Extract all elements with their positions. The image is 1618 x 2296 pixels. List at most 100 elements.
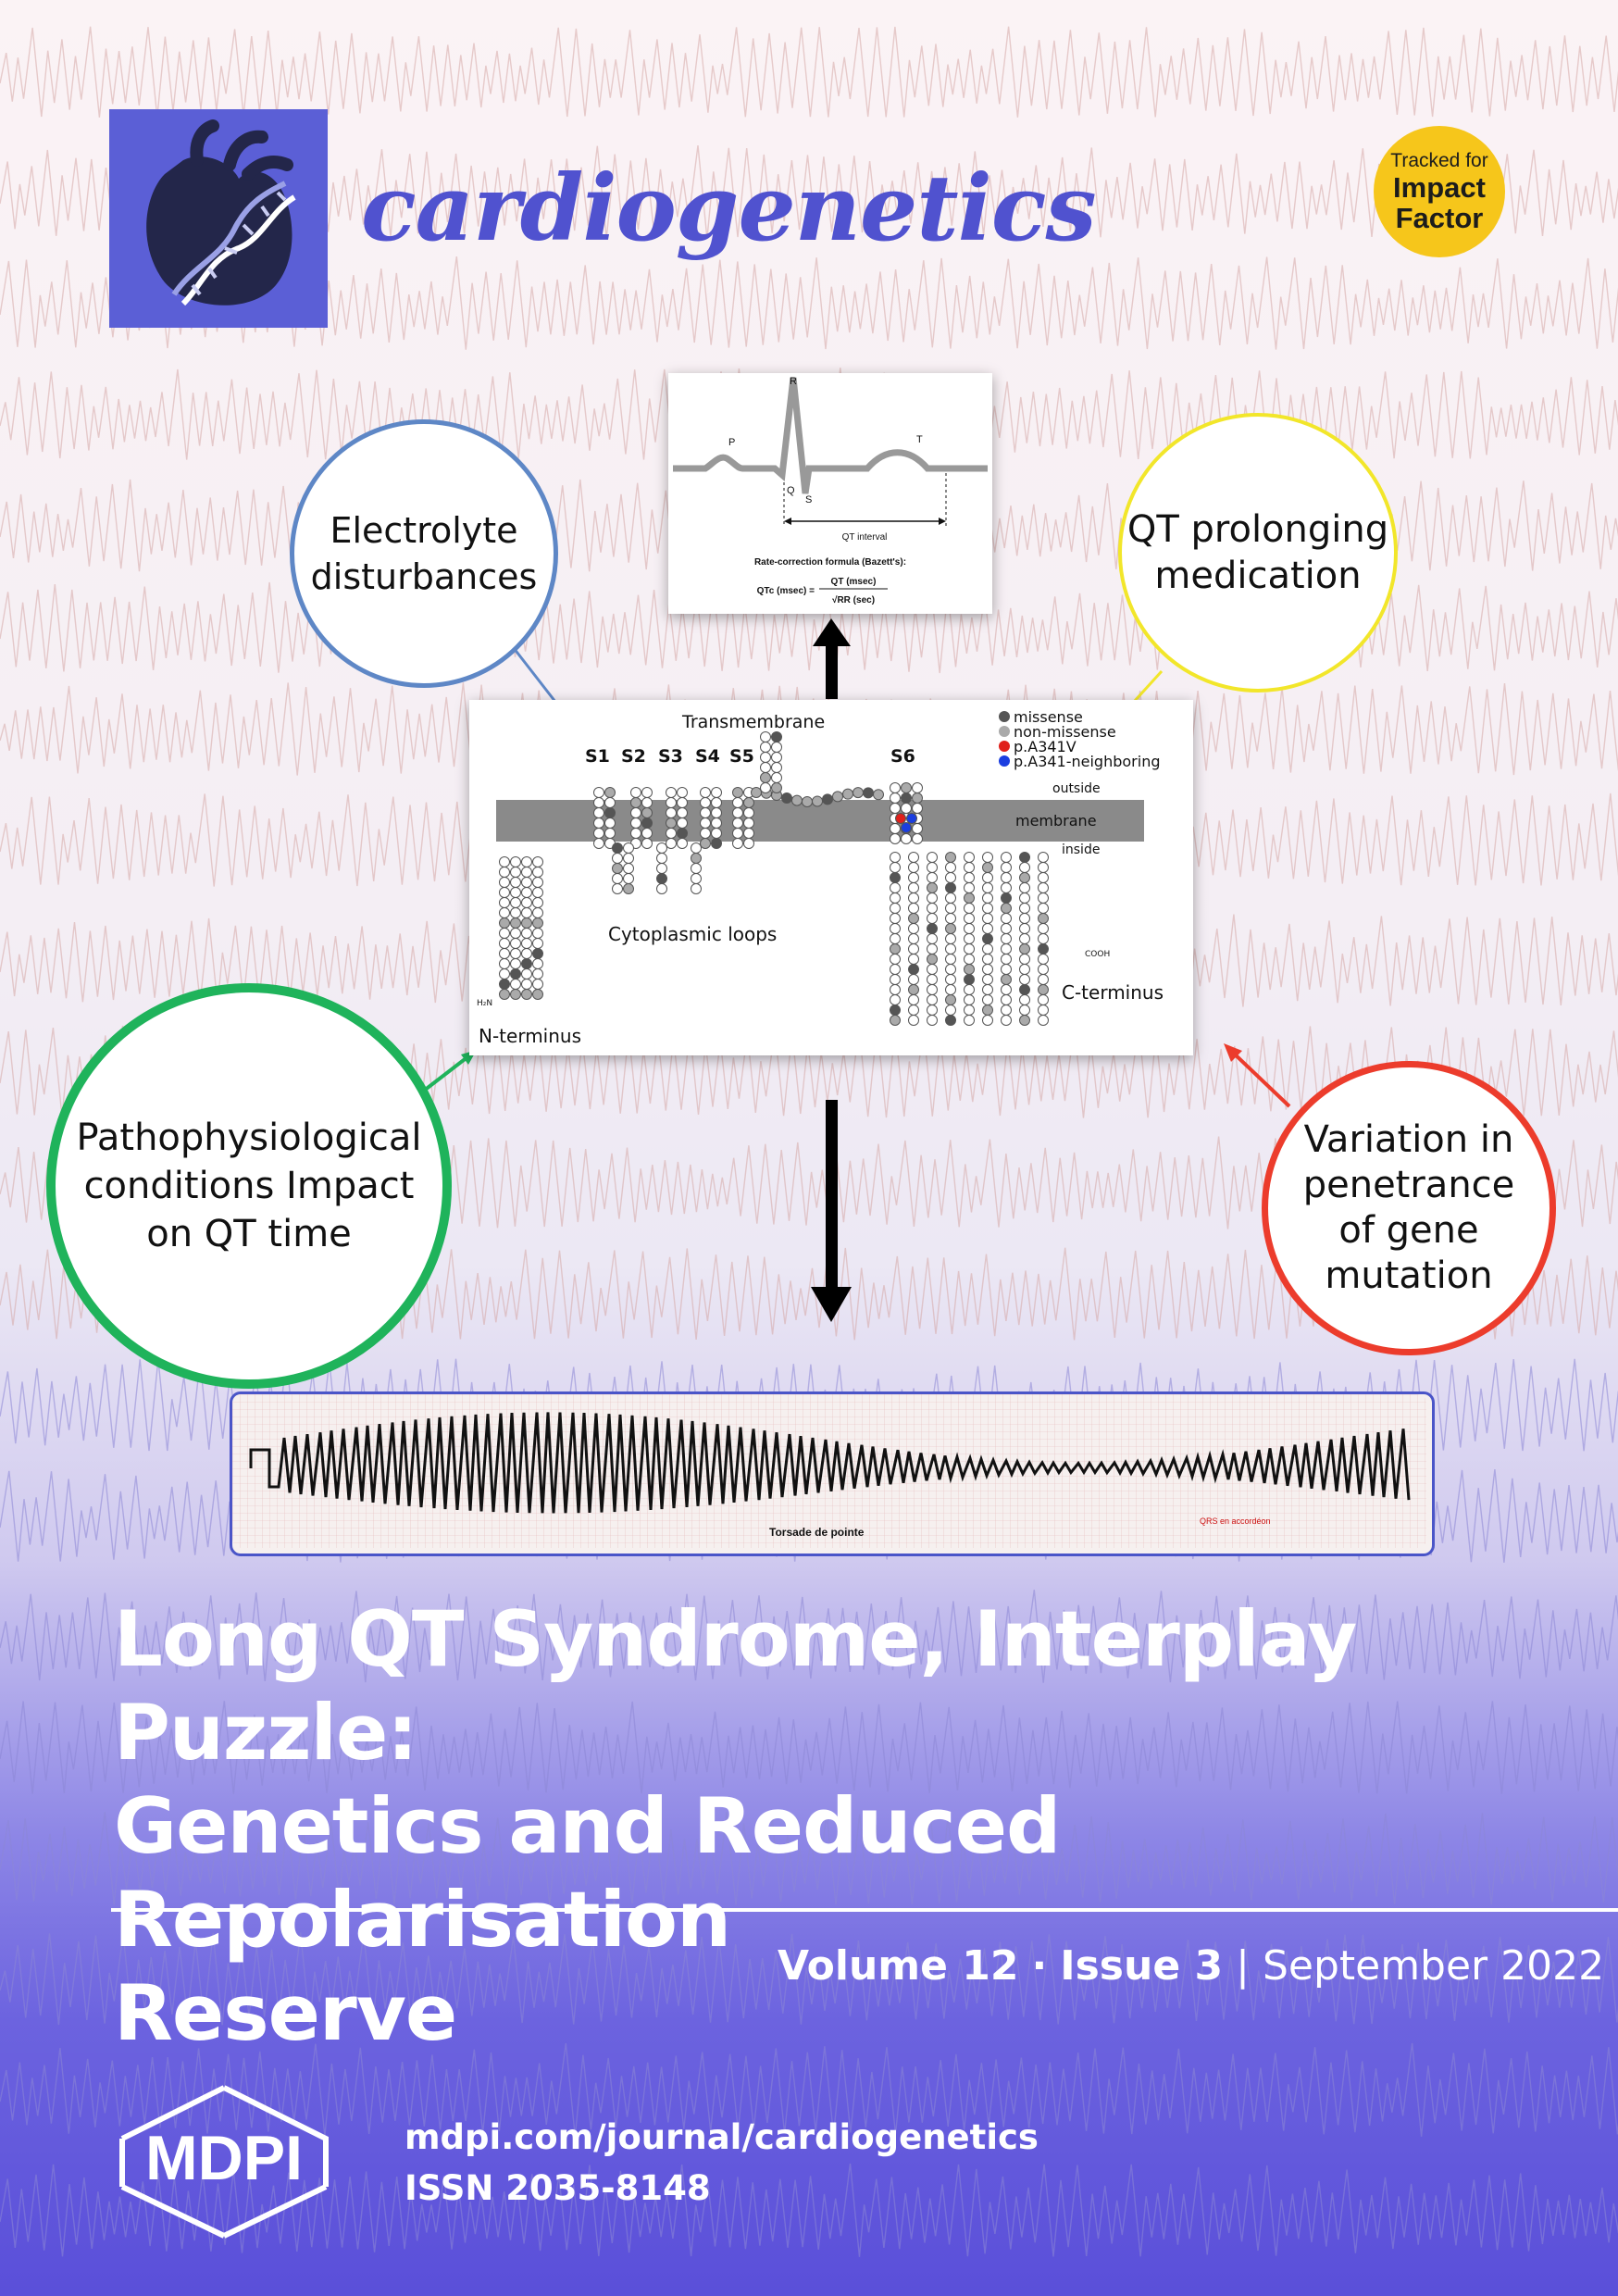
residue-bead	[612, 853, 623, 864]
residue-bead	[1019, 954, 1030, 965]
residue-bead	[510, 938, 521, 949]
residue-bead	[743, 807, 754, 818]
residue-bead	[510, 887, 521, 898]
residue-bead	[1019, 964, 1030, 975]
residue-bead	[612, 873, 623, 884]
residue-bead	[510, 928, 521, 939]
residue-bead	[912, 792, 923, 804]
residue-bead	[964, 913, 975, 924]
residue-bead	[890, 974, 901, 985]
residue-bead	[1038, 974, 1049, 985]
qt-ecg-trace	[673, 377, 988, 494]
residue-bead	[641, 807, 653, 818]
qt-wave-q: Q	[787, 485, 795, 496]
residue-bead	[499, 867, 510, 878]
residue-bead	[666, 838, 677, 849]
qt-wave-r: R	[790, 376, 797, 387]
residue-bead	[1038, 913, 1049, 924]
residue-bead	[499, 856, 510, 867]
impact-badge-tracked: Tracked for	[1390, 150, 1488, 171]
residue-bead	[964, 1015, 975, 1026]
residue-bead	[510, 989, 521, 1000]
residue-bead	[982, 954, 993, 965]
residue-bead	[812, 795, 823, 807]
cover-title-line-1: Long QT Syndrome, Interplay Puzzle:	[114, 1594, 1357, 1778]
residue-bead	[1038, 852, 1049, 863]
residue-bead	[890, 803, 901, 814]
residue-bead	[732, 787, 743, 798]
residue-bead	[890, 1015, 901, 1026]
residue-bead	[890, 872, 901, 883]
bubble-electrolyte-line-2: disturbances	[310, 556, 538, 597]
residue-bead	[771, 772, 782, 783]
torsade-caption: Torsade de pointe	[769, 1526, 865, 1539]
residue-bead	[1001, 852, 1012, 863]
residue-bead	[908, 892, 919, 904]
residue-bead	[641, 838, 653, 849]
residue-bead	[1038, 923, 1049, 934]
residue-bead	[711, 828, 722, 839]
residue-bead	[532, 856, 543, 867]
residue-bead	[532, 917, 543, 929]
residue-bead	[982, 852, 993, 863]
bubble-patho-line-1: Pathophysiological	[76, 1117, 422, 1159]
residue-bead	[677, 787, 688, 798]
residue-bead	[771, 742, 782, 753]
residue-bead	[700, 817, 711, 829]
residue-bead	[912, 782, 923, 793]
residue-bead	[945, 872, 956, 883]
residue-bead	[982, 923, 993, 934]
residue-bead	[623, 883, 634, 894]
bubble-patho-line-3: on QT time	[146, 1213, 352, 1255]
residue-bead	[908, 943, 919, 955]
residue-bead	[499, 907, 510, 918]
ecg-strip	[0, 1701, 1618, 1794]
residue-bead	[623, 873, 634, 884]
residue-bead	[691, 873, 702, 884]
journal-url[interactable]: mdpi.com/journal/cardiogenetics	[404, 2117, 1039, 2157]
residue-bead	[901, 822, 912, 833]
residue-bead	[691, 863, 702, 874]
residue-bead	[521, 979, 532, 990]
residue-bead	[604, 797, 616, 808]
residue-bead	[927, 903, 938, 914]
residue-bead	[623, 842, 634, 854]
torsade-trace	[249, 1412, 1411, 1514]
residue-bead	[510, 877, 521, 888]
label-n-terminus: N-terminus	[479, 1025, 581, 1047]
residue-bead	[908, 933, 919, 944]
ecg-strip	[0, 1812, 1618, 1905]
bubble-electrolyte-line-1: Electrolyte	[330, 510, 518, 551]
residue-bead	[532, 979, 543, 990]
residue-bead	[890, 833, 901, 844]
residue-bead	[1038, 903, 1049, 914]
residue-bead	[945, 892, 956, 904]
residue-bead	[532, 948, 543, 959]
residue-bead	[732, 797, 743, 808]
residue-bead	[802, 795, 813, 807]
label-outside: outside	[1052, 781, 1101, 796]
residue-bead	[1019, 994, 1030, 1005]
legend-a341v: p.A341V	[1014, 738, 1077, 755]
residue-bead	[510, 917, 521, 929]
residue-bead	[945, 964, 956, 975]
segment-s3: S3	[658, 746, 683, 767]
residue-bead	[1038, 862, 1049, 873]
residue-bead	[945, 954, 956, 965]
residue-bead	[908, 923, 919, 934]
residue-bead	[760, 752, 771, 763]
residue-bead	[927, 984, 938, 995]
residue-bead	[1001, 872, 1012, 883]
title-divider	[111, 1908, 1618, 1912]
residue-bead	[982, 913, 993, 924]
residue-bead	[890, 913, 901, 924]
residue-bead	[982, 984, 993, 995]
cover-title: Long QT Syndrome, Interplay Puzzle: Gene…	[114, 1592, 1558, 2060]
residue-bead	[521, 856, 532, 867]
residue-bead	[510, 856, 521, 867]
residue-bead	[510, 958, 521, 969]
residue-bead	[945, 852, 956, 863]
label-membrane: membrane	[1015, 812, 1097, 830]
residue-bead	[853, 787, 864, 799]
residue-bead	[630, 828, 641, 839]
